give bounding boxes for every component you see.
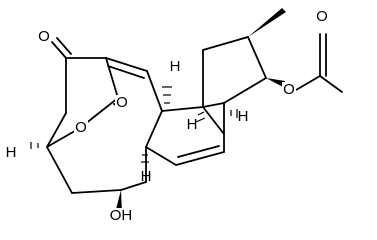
bond-lower-ch2-choh xyxy=(71,189,122,194)
hash-h-lower xyxy=(141,154,149,163)
bond-choh-ch2 xyxy=(120,181,147,191)
atom-hydroxyl: OH xyxy=(110,207,133,224)
bond-o-acetyl xyxy=(295,75,321,91)
bond-alkene-to-junction xyxy=(146,70,163,112)
wedge-oh xyxy=(115,190,122,213)
wedge-oac xyxy=(266,78,285,87)
bond-cp-top xyxy=(202,36,249,51)
bond-alkene-top-2 xyxy=(107,65,145,79)
bond-cp-fusion xyxy=(202,102,225,108)
atom-o-ketone: O xyxy=(38,28,50,45)
bond-alkene-lactone-c xyxy=(105,57,119,99)
bond-bridgehead-ch2-lower xyxy=(46,146,73,194)
atom-o-acetate-carbonyl: O xyxy=(316,8,328,25)
atom-h-top-junction: H xyxy=(170,58,181,75)
bond-ketone-co-2 xyxy=(56,37,72,55)
atom-h-bridgehead-left: H xyxy=(6,144,17,161)
bond-cp-bottom xyxy=(223,77,267,104)
bond-ring-alkene-1 xyxy=(175,151,225,166)
hash-h-cp xyxy=(195,111,206,123)
bond-junction-fusion xyxy=(145,110,163,148)
bond-cp-fusion-c xyxy=(202,106,225,135)
bond-ketone-co-1 xyxy=(51,41,67,59)
hash-h-top xyxy=(162,86,172,104)
atom-o-ring: O xyxy=(75,119,87,136)
bond-cp-right xyxy=(247,36,267,79)
bond-acetyl-methyl xyxy=(319,75,343,93)
atom-h-ring-fusion: H xyxy=(187,116,198,133)
atom-o-lactone-carbonyl: O xyxy=(116,94,128,111)
bond-fusion-alkene xyxy=(145,146,177,166)
bond-ring-alkene-2 xyxy=(177,145,220,158)
bond-lines xyxy=(46,33,343,194)
atom-o-acetate-ester: O xyxy=(283,81,295,98)
atom-labels: O O O O O OH H H H H H xyxy=(6,8,329,224)
atom-h-cyclopentane-fusion: H xyxy=(238,108,249,125)
bond-ch2-bridgehead xyxy=(46,112,67,148)
hash-h-bridgehead xyxy=(30,142,39,149)
wedge-methyl xyxy=(248,8,286,37)
bond-junction-cp-fusion xyxy=(161,106,204,112)
stereo-bonds xyxy=(30,8,286,213)
bond-alkene-top-1 xyxy=(105,57,148,72)
atom-h-lower-junction: H xyxy=(141,168,152,185)
hash-h-right xyxy=(230,109,238,118)
